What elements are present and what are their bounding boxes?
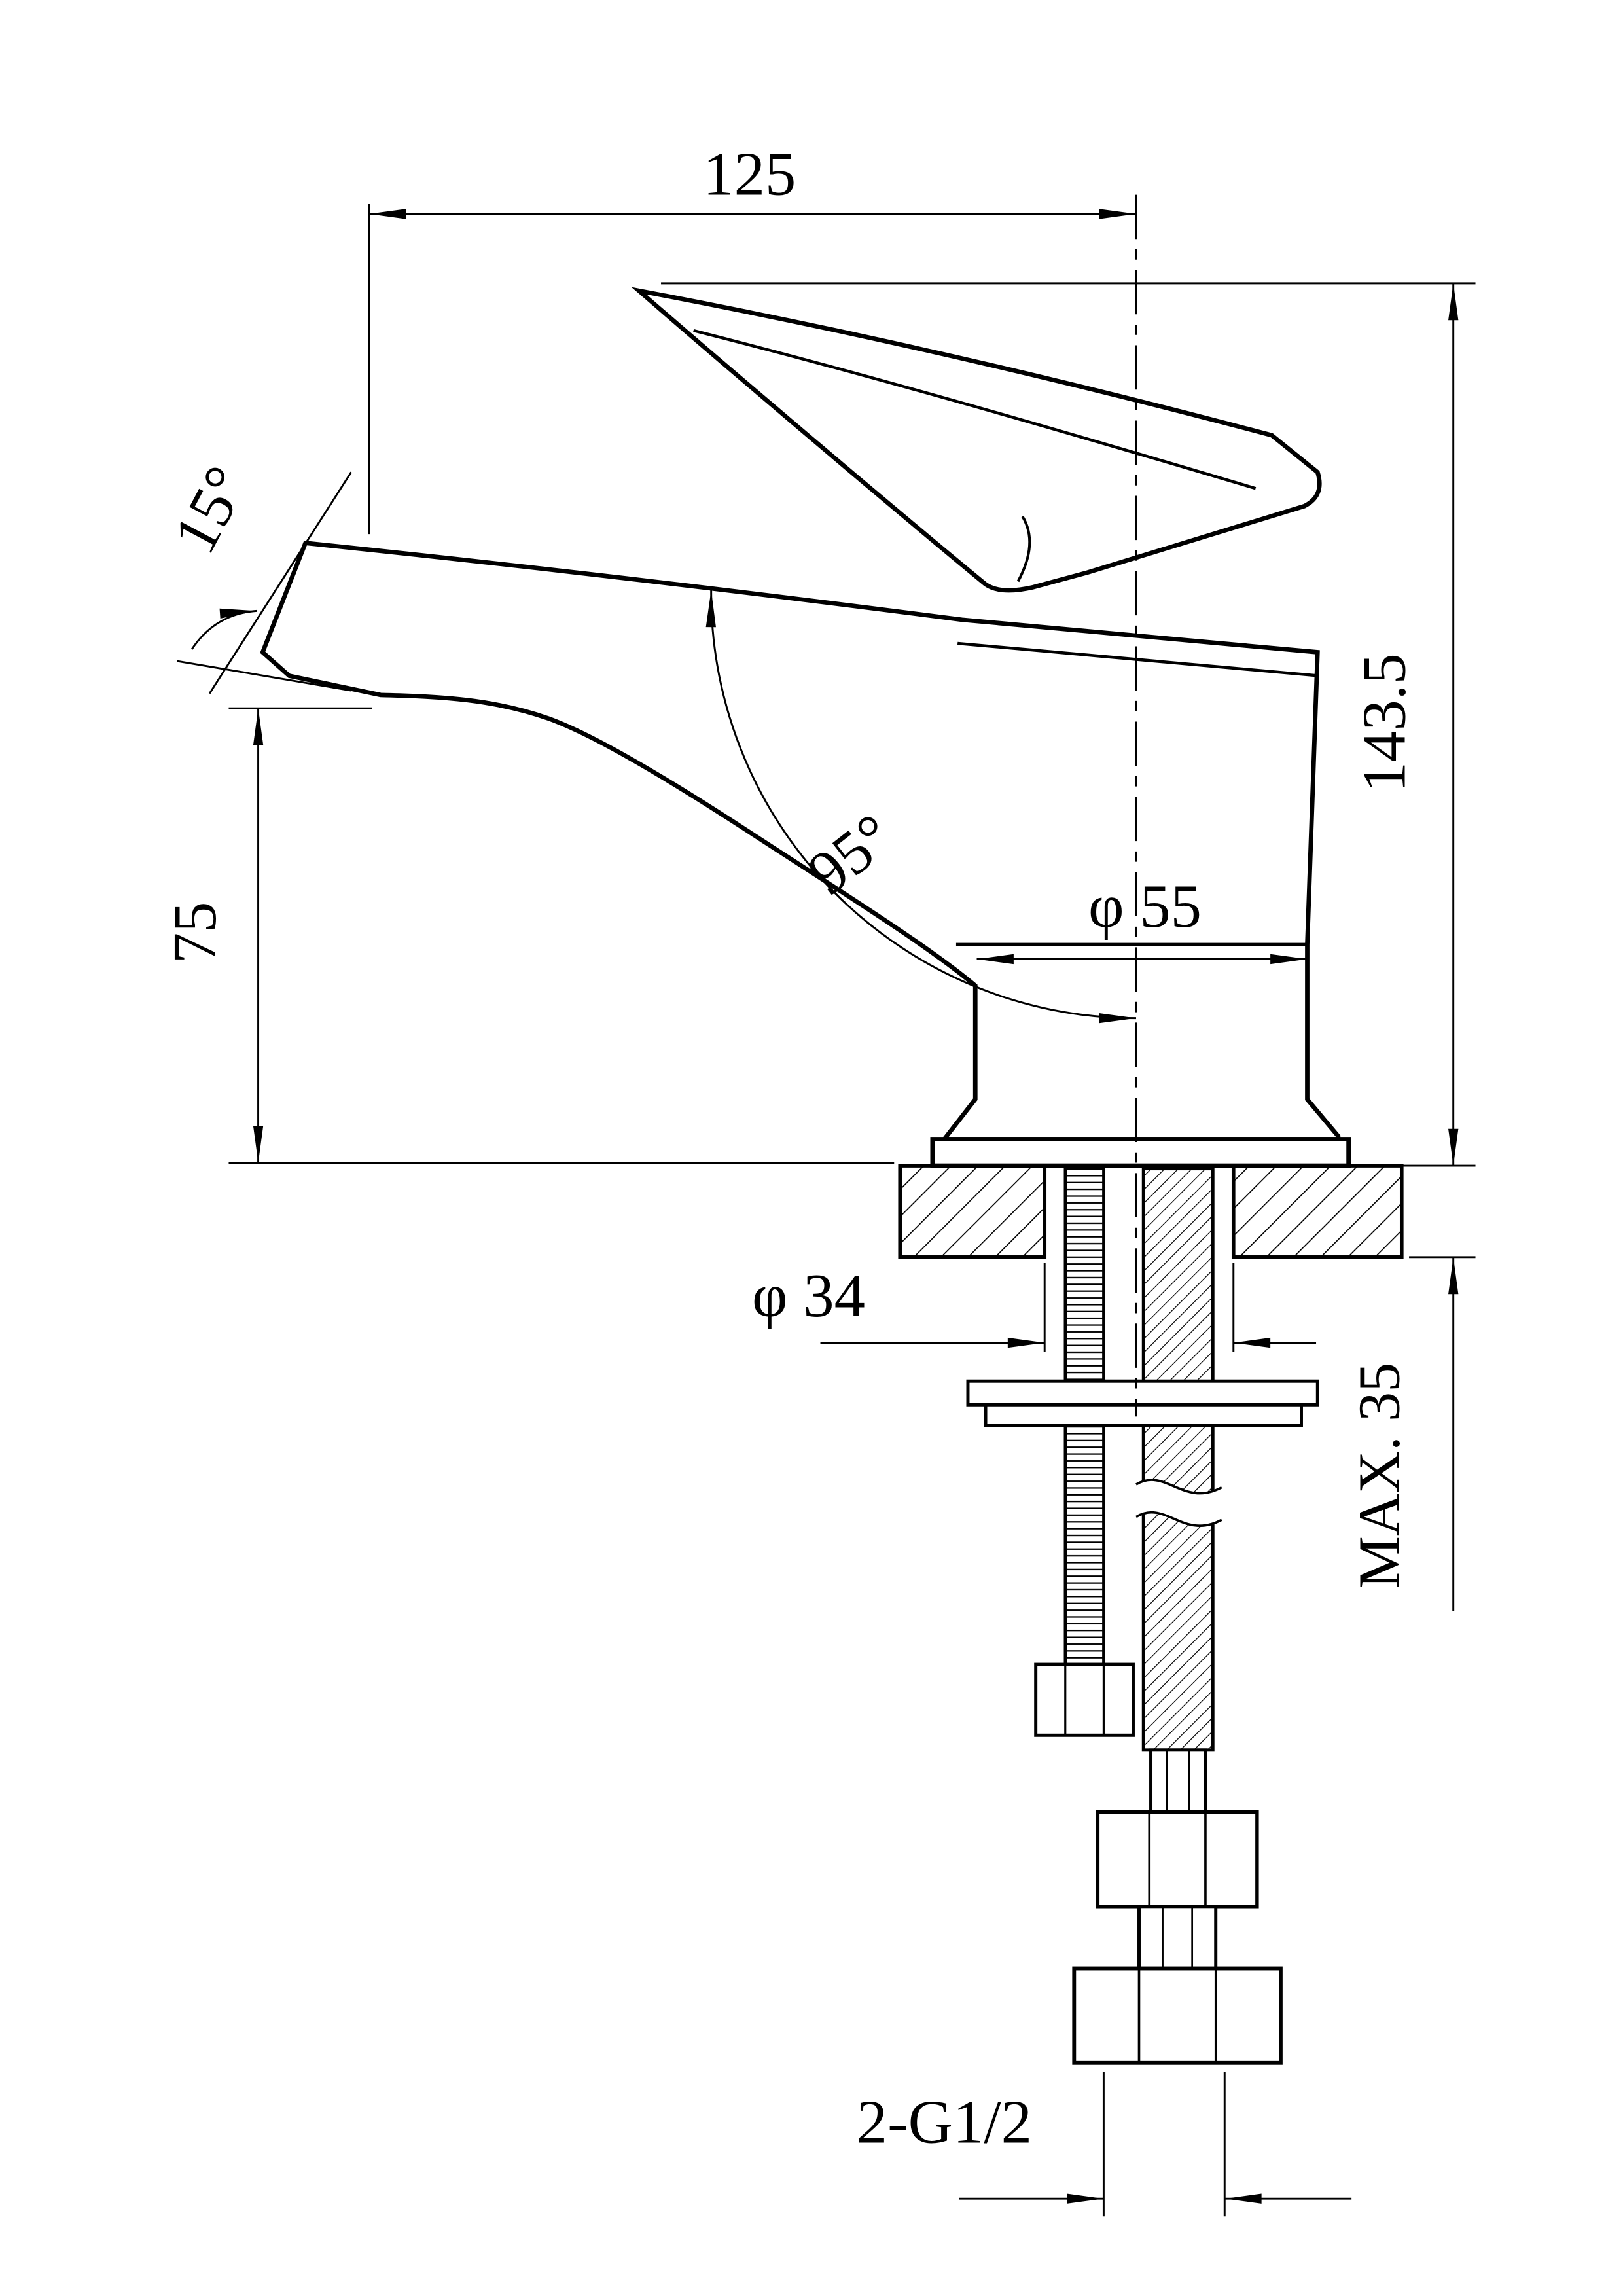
hose-tube-lines xyxy=(1162,1906,1194,1969)
faucet-body-outline xyxy=(260,541,1341,1141)
deck-section-right xyxy=(1231,1164,1404,1259)
dim-15-arc xyxy=(190,608,257,650)
clamp-washer-lower xyxy=(984,1403,1303,1427)
stud-hex-nut xyxy=(1034,1662,1135,1737)
hose-neck xyxy=(1149,1748,1207,1814)
hose-hex-nut-upper xyxy=(1096,1810,1259,1909)
handle-pivot-curve xyxy=(1016,516,1031,583)
hose-break-mask xyxy=(1135,1480,1222,1526)
dimension-lines xyxy=(177,204,1476,2217)
hose-tube xyxy=(1137,1905,1218,1970)
label-connection-thread: 2-G1/2 xyxy=(857,2089,1032,2157)
deck-section-left xyxy=(898,1164,1047,1259)
hose-break-line-bottom xyxy=(1135,1511,1222,1527)
base-plate xyxy=(930,1137,1351,1168)
hose-break-line-top xyxy=(1135,1479,1222,1495)
label-overall-height: 143.5 xyxy=(1350,653,1418,793)
handle-crease-line xyxy=(693,329,1257,490)
under-counter-assembly xyxy=(966,1167,1319,2065)
hose-hex-nut-lower xyxy=(1072,1966,1283,2065)
supply-hose xyxy=(1141,1167,1215,1752)
dim-15-line-flat xyxy=(177,660,351,692)
dim-15-line-steep xyxy=(208,471,352,694)
label-max-deck-thickness: MAX. 35 xyxy=(1346,1363,1412,1589)
label-spout-angle: 15° xyxy=(160,456,261,564)
dim-95-arc xyxy=(705,590,1136,1024)
mounting-deck xyxy=(898,1164,1404,1259)
hose-neck-lines xyxy=(1166,1749,1190,1812)
faucet xyxy=(260,287,1351,1168)
clamp-washer-plate xyxy=(966,1379,1319,1407)
hose-hex-nut-upper-facets xyxy=(1148,1812,1207,1907)
faucet-handle xyxy=(631,287,1322,593)
stud-hex-nut-facets xyxy=(1064,1664,1105,1736)
label-base-diameter: φ 55 xyxy=(1088,872,1202,941)
hose-hex-nut-lower-facets xyxy=(1137,1968,1217,2063)
label-spout-height: 75 xyxy=(161,902,229,964)
label-hole-diameter: φ 34 xyxy=(752,1262,865,1330)
label-overall-width: 125 xyxy=(703,141,796,209)
